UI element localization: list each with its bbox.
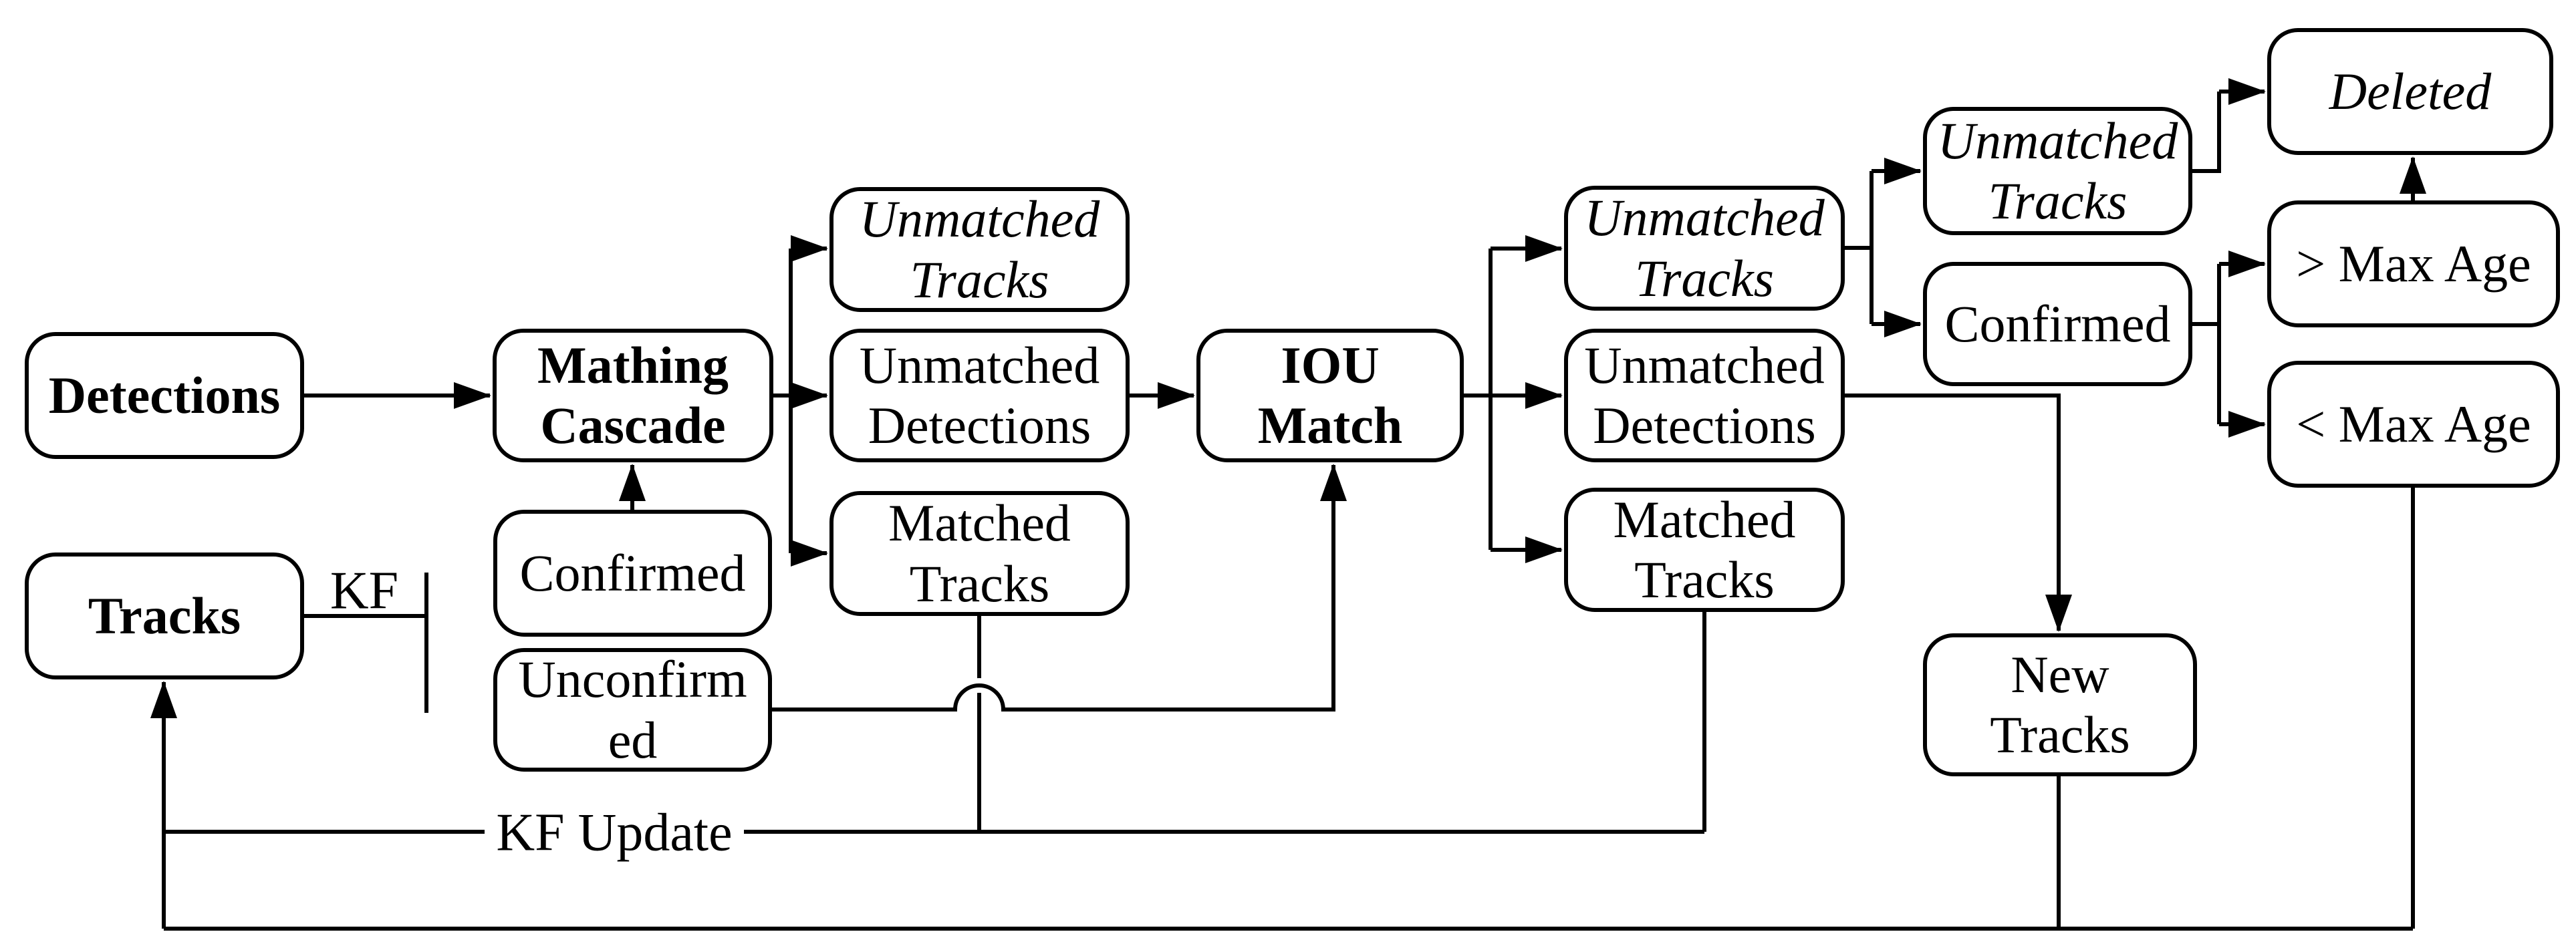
box-unmatched-tracks-2: Unmatched Tracks — [1564, 186, 1845, 311]
box-tracks: Tracks — [25, 553, 304, 679]
kf-update-label: KF Update — [496, 803, 733, 862]
branch-unmatched-tracks-2-fork — [1845, 171, 1874, 324]
box-unmatched-tracks-1: Unmatched Tracks — [829, 187, 1130, 312]
box-unmatched-detections-1: Unmatched Detections — [829, 329, 1130, 462]
box-matched-tracks-2: Matched Tracks — [1564, 488, 1845, 612]
branch-tracks-kf-fork — [304, 573, 428, 713]
branch-confirmed-right-fork — [2192, 264, 2221, 424]
box-unmatched-tracks-3: Unmatched Tracks — [1923, 107, 2192, 235]
lt-max-age-label: < Max Age — [2296, 394, 2531, 453]
deleted-label: Deleted — [2329, 61, 2492, 120]
detections-label: Detections — [48, 365, 281, 424]
box-matched-tracks-1: Matched Tracks — [829, 491, 1130, 616]
unmatched-tracks-2-label: Unmatched Tracks — [1584, 188, 1825, 307]
unmatched-detections-1-label: Unmatched Detections — [859, 335, 1100, 454]
confirmed-right-label: Confirmed — [1944, 294, 2171, 353]
unmatched-tracks-1-label: Unmatched Tracks — [859, 190, 1100, 309]
arrow-unmatched-detections-2-to-new-tracks — [1845, 394, 2072, 632]
line-unmatched-tracks-3-elbow — [2192, 92, 2221, 173]
matched-tracks-2-label: Matched Tracks — [1613, 490, 1796, 609]
box-gt-max-age: > Max Age — [2267, 200, 2560, 327]
new-tracks-label: New Tracks — [1990, 645, 2130, 764]
confirmed-left-label: Confirmed — [519, 543, 746, 602]
iou-match-label: IOU Match — [1257, 335, 1403, 454]
box-detections: Detections — [25, 332, 304, 459]
box-confirmed-left: Confirmed — [493, 510, 772, 637]
branch-iou-match-outputs — [1464, 249, 1493, 550]
box-lt-max-age: < Max Age — [2267, 361, 2560, 488]
kf-label: KF — [330, 561, 399, 621]
arrow-unconfirmed-to-iou-match — [772, 464, 1347, 712]
box-deleted: Deleted — [2267, 28, 2553, 155]
unmatched-tracks-3-label: Unmatched Tracks — [1937, 111, 2178, 230]
unmatched-detections-2-label: Unmatched Detections — [1584, 335, 1825, 454]
matched-tracks-1-label: Matched Tracks — [888, 494, 1071, 613]
gt-max-age-label: > Max Age — [2296, 234, 2531, 293]
branch-matching-cascade-outputs — [773, 249, 793, 553]
box-unconfirmed: Unconfirm ed — [493, 648, 772, 772]
box-unmatched-detections-2: Unmatched Detections — [1564, 329, 1845, 462]
unconfirmed-label: Unconfirm ed — [518, 650, 747, 769]
box-matching-cascade: Mathing Cascade — [493, 329, 773, 462]
box-iou-match: IOU Match — [1196, 329, 1464, 462]
matching-cascade-label: Mathing Cascade — [537, 335, 729, 454]
box-confirmed-right: Confirmed — [1923, 262, 2192, 386]
tracks-label: Tracks — [88, 586, 241, 645]
box-new-tracks: New Tracks — [1923, 633, 2197, 776]
bottom-return-rail — [164, 488, 2415, 931]
